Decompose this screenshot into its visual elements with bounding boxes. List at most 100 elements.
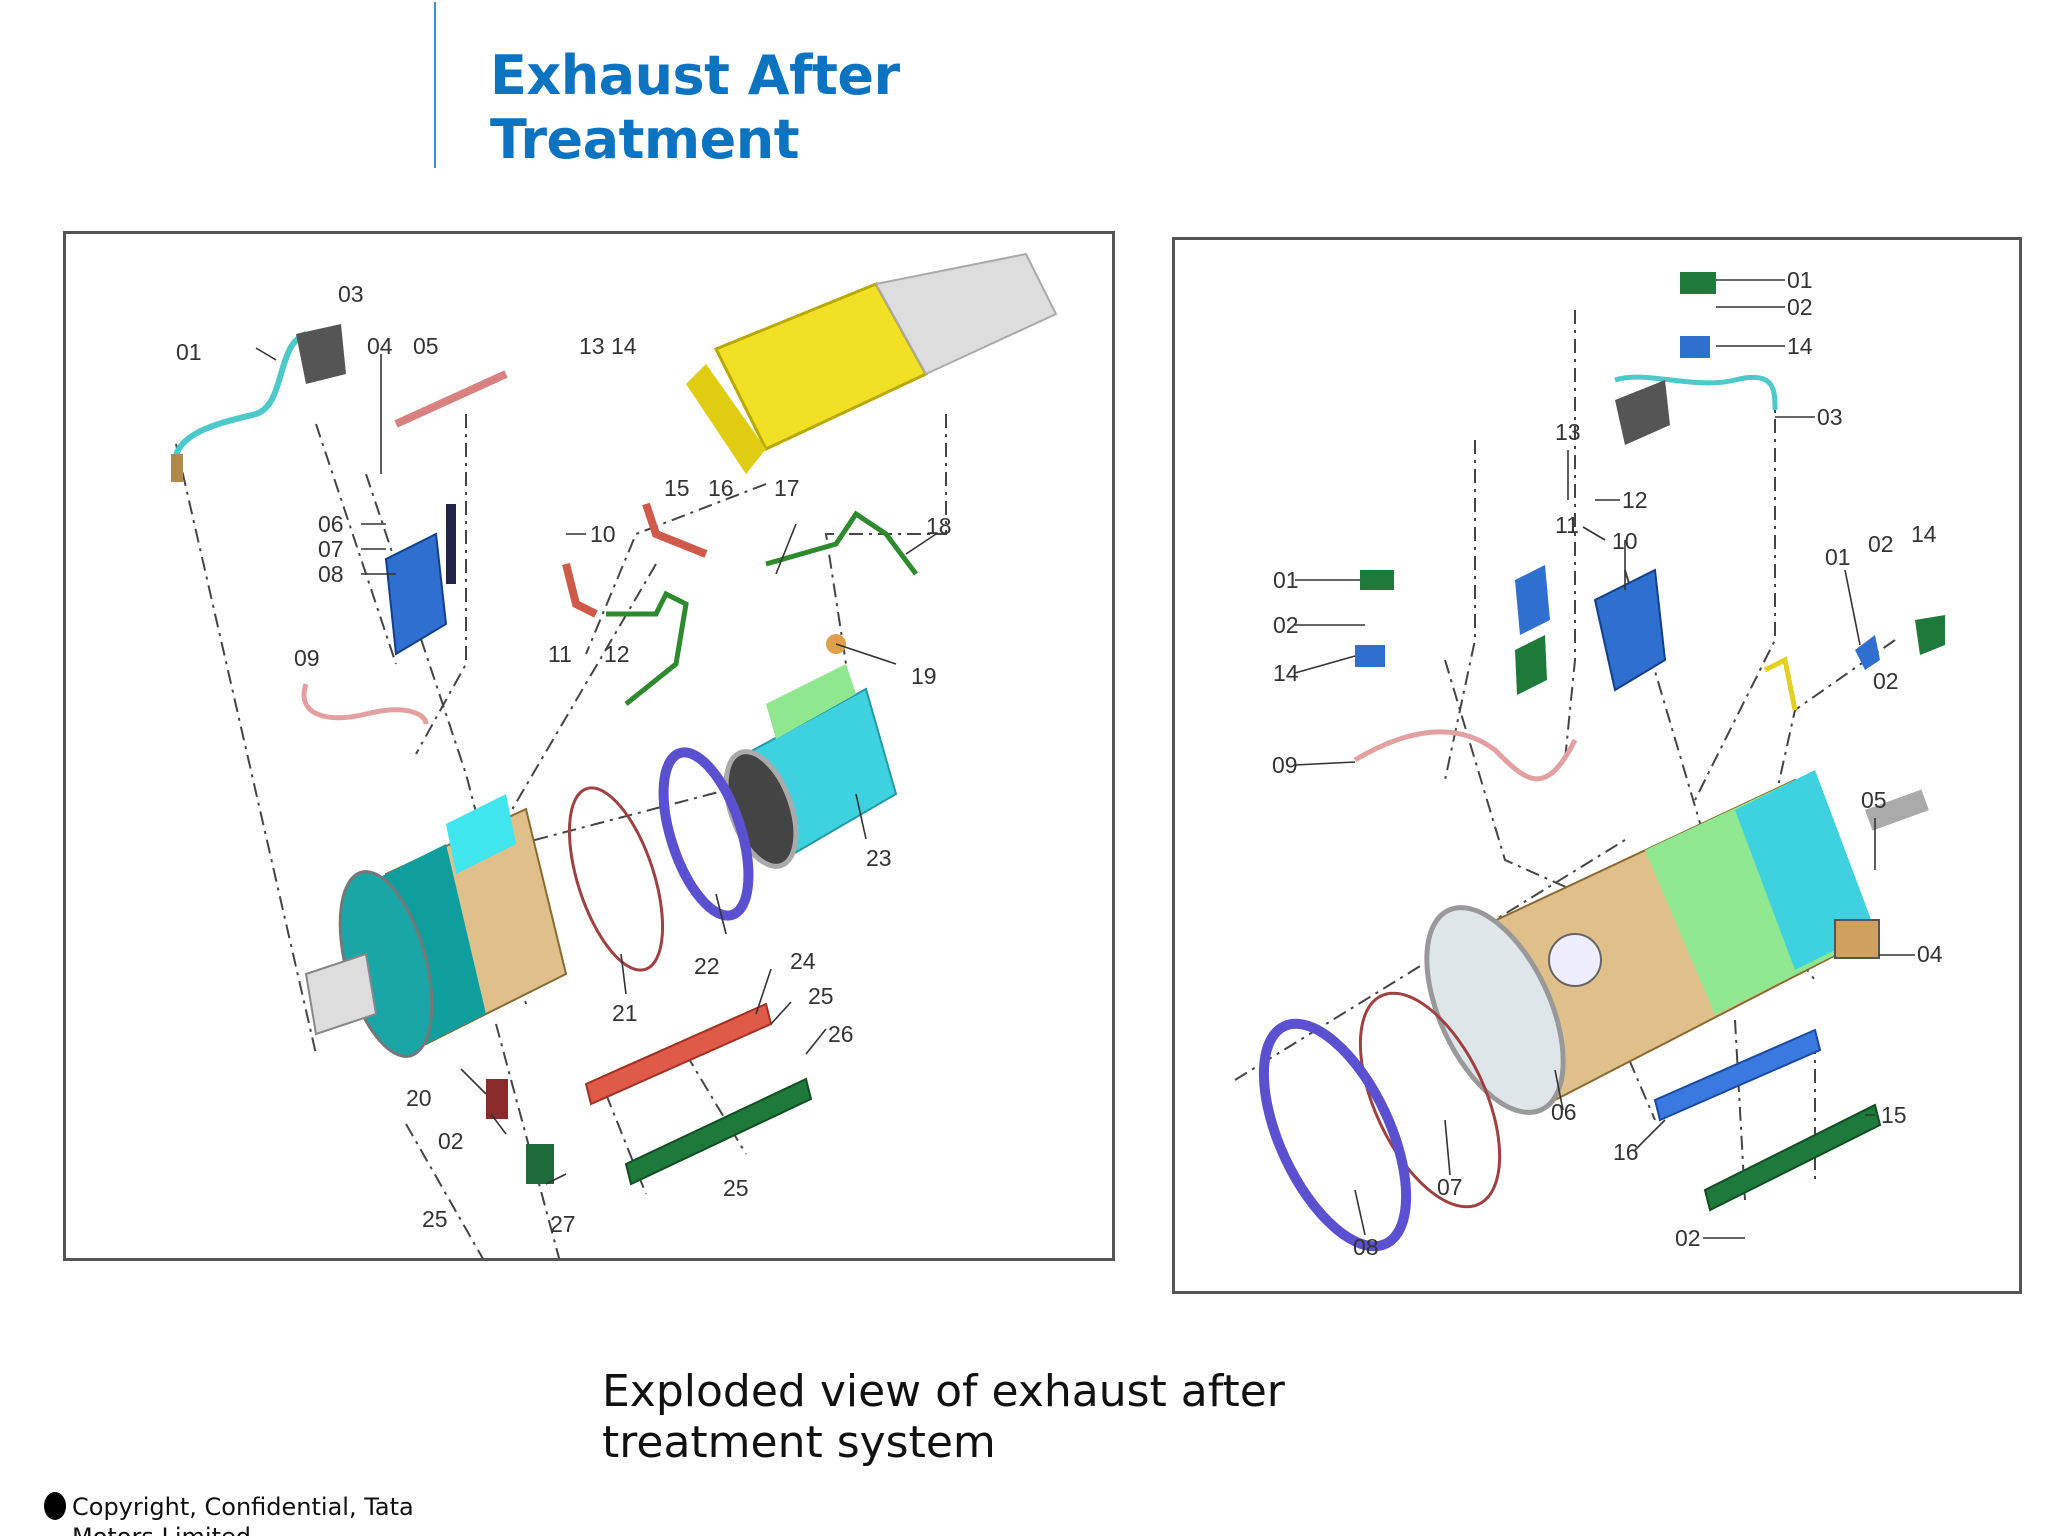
left-callout-21: 21 [612, 1000, 638, 1026]
left-callout-05: 05 [413, 333, 439, 359]
right-exploded-view-panel: 01 02 14 03 13 12 11 10 01 02 14 01 02 1… [1172, 237, 2022, 1294]
bracket-center [1515, 565, 1550, 635]
bracket-unit [1615, 380, 1670, 445]
right-callout-10: 10 [1612, 528, 1638, 554]
right-callout-11: 11 [1555, 512, 1579, 538]
left-callout-09: 09 [294, 645, 320, 671]
footer-bullet-icon [44, 1492, 66, 1520]
left-callout-06: 06 [318, 511, 344, 537]
right-callout-02-right: 02 [1868, 531, 1894, 557]
left-callout-25c: 25 [422, 1206, 448, 1232]
left-callout-18: 18 [926, 513, 952, 539]
right-callout-05: 05 [1861, 787, 1887, 813]
right-callout-14-top: 14 [1787, 333, 1813, 359]
right-callout-01-left: 01 [1273, 567, 1299, 593]
right-callout-09: 09 [1272, 752, 1298, 778]
left-callout-02: 02 [438, 1128, 464, 1154]
left-callout-14: 14 [611, 333, 637, 359]
right-callout-13: 13 [1555, 419, 1581, 445]
left-callout-01: 01 [176, 339, 202, 365]
pipe-15 [642, 502, 708, 558]
gasket-ring-21 [567, 786, 665, 972]
left-callout-10: 10 [590, 521, 616, 547]
bracket-02 [486, 1079, 508, 1119]
pipe-11 [562, 563, 598, 618]
support-16 [1653, 1028, 1822, 1122]
support-strip-26 [624, 1077, 813, 1186]
left-exploded-view-panel: 01 03 04 05 13 14 06 07 08 10 15 16 17 1… [63, 231, 1115, 1261]
right-callout-08: 08 [1353, 1234, 1379, 1260]
left-callout-03: 03 [338, 281, 364, 307]
slide-title-line-2: Treatment [490, 108, 800, 171]
gasket-ring-07 [1358, 991, 1502, 1209]
sensor-cluster-04 [1834, 919, 1880, 959]
figure-caption-line-1: Exploded view of exhaust after [602, 1366, 1285, 1417]
support-strip-15 [1703, 1103, 1882, 1212]
left-callout-20: 20 [406, 1085, 432, 1111]
line-17-18 [765, 510, 918, 576]
right-callout-02-top: 02 [1787, 294, 1813, 320]
left-callout-22: 22 [694, 953, 720, 979]
right-callout-04: 04 [1917, 941, 1943, 967]
right-callout-02-bottom: 02 [1675, 1225, 1701, 1251]
doc-dpf-module [686, 252, 1058, 474]
clamp-22 [658, 747, 754, 921]
right-callout-03: 03 [1817, 404, 1843, 430]
mounting-bracket-08 [384, 532, 448, 656]
left-exploded-view-diagram: 01 03 04 05 13 14 06 07 08 10 15 16 17 1… [171, 252, 1058, 1258]
figure-caption: Exploded view of exhaust after treatment… [602, 1366, 1285, 1468]
figure-caption-line-2: treatment system [602, 1417, 996, 1468]
right-callout-01-top: 01 [1787, 267, 1813, 293]
bracket-14-right [1915, 615, 1945, 655]
left-callout-15: 15 [664, 475, 690, 501]
right-callout-14-left: 14 [1273, 660, 1299, 686]
right-callout-01-right: 01 [1825, 544, 1851, 570]
bracket-10 [1593, 568, 1667, 692]
bracket-center-green [1515, 635, 1547, 695]
left-callout-12: 12 [604, 641, 630, 667]
slide-title-line-1: Exhaust After [490, 44, 900, 107]
bracket-01-top [1680, 272, 1716, 294]
bracket-01-left [1360, 570, 1394, 590]
right-callout-07: 07 [1437, 1174, 1463, 1200]
bracket-14-left [1355, 645, 1385, 667]
left-callout-13: 13 [579, 333, 605, 359]
slide-title: Exhaust After Treatment [490, 44, 900, 172]
pipe-12 [606, 590, 689, 706]
left-callout-25b: 25 [723, 1175, 749, 1201]
title-accent-rule [434, 2, 436, 168]
harness-09 [1353, 729, 1578, 782]
clamp-08 [1258, 1018, 1412, 1252]
right-exploded-view-diagram: 01 02 14 03 13 12 11 10 01 02 14 01 02 1… [1234, 267, 1945, 1260]
left-callout-27: 27 [550, 1211, 576, 1237]
left-callout-11: 11 [548, 641, 572, 667]
right-callout-14-right: 14 [1911, 521, 1937, 547]
bracket-03 [296, 324, 346, 384]
right-callout-15: 15 [1881, 1102, 1907, 1128]
left-callout-04: 04 [367, 333, 393, 359]
copyright-notice: Copyright, Confidential, Tata Motors Lim… [72, 1493, 414, 1536]
sensor-cable-01 [171, 331, 308, 475]
footer: Copyright, Confidential, Tata Motors Lim… [44, 1490, 464, 1536]
left-callout-26: 26 [828, 1021, 854, 1047]
bracket-01-right [1855, 635, 1880, 670]
right-callout-06: 06 [1551, 1099, 1577, 1125]
left-callout-08: 08 [318, 561, 344, 587]
right-callout-02-right-low: 02 [1873, 668, 1899, 694]
left-callout-23: 23 [866, 845, 892, 871]
left-callout-25a: 25 [808, 983, 834, 1009]
left-callout-07: 07 [318, 536, 344, 562]
left-callout-19: 19 [911, 663, 937, 689]
right-callout-02-left: 02 [1273, 612, 1299, 638]
probe-05 [394, 370, 508, 428]
bracket-27 [526, 1144, 554, 1184]
left-callout-24: 24 [790, 948, 816, 974]
bracket-14-top [1680, 336, 1710, 358]
sensor-cable-03 [1614, 374, 1778, 411]
harness-09 [301, 683, 429, 725]
left-callout-16: 16 [708, 475, 734, 501]
main-housing [1424, 656, 1929, 1115]
right-callout-16: 16 [1613, 1139, 1639, 1165]
left-callout-17: 17 [774, 475, 800, 501]
right-callout-12: 12 [1622, 487, 1648, 513]
